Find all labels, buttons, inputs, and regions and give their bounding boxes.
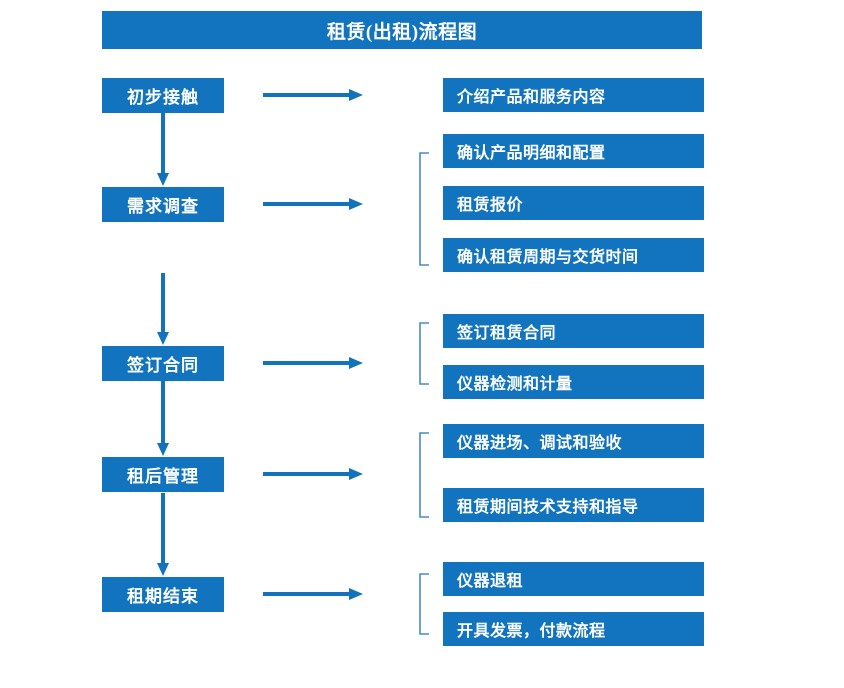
arrow-demand-survey	[263, 197, 363, 211]
stage-box[interactable]: 签订合同	[102, 346, 224, 381]
arrow-contact-to-survey	[156, 113, 170, 186]
arrow-rent-end	[263, 587, 363, 601]
arrow-sign-contract	[263, 356, 363, 370]
detail-box[interactable]: 确认产品明细和配置	[443, 134, 704, 168]
arrow-mgmt-to-end	[156, 493, 170, 576]
detail-box[interactable]: 介绍产品和服务内容	[443, 78, 704, 112]
stage-box[interactable]: 租后管理	[102, 457, 224, 492]
bracket-sign-contract-group	[419, 322, 429, 385]
detail-box[interactable]: 仪器检测和计量	[443, 365, 704, 399]
stage-box[interactable]: 需求调查	[102, 187, 224, 222]
bracket-demand-survey-group	[419, 152, 429, 266]
arrow-post-rent-mgmt	[263, 467, 363, 481]
detail-box[interactable]: 确认租赁周期与交货时间	[443, 238, 704, 272]
detail-box[interactable]: 租赁期间技术支持和指导	[443, 488, 704, 522]
detail-box[interactable]: 租赁报价	[443, 186, 704, 220]
detail-box[interactable]: 仪器退租	[443, 562, 704, 596]
bracket-rent-end-group	[419, 573, 429, 635]
arrow-contract-to-mgmt	[156, 381, 170, 456]
arrow-survey-to-contract	[156, 273, 170, 345]
detail-box[interactable]: 仪器进场、调试和验收	[443, 424, 704, 458]
bracket-post-rent-group	[419, 432, 429, 518]
stage-box[interactable]: 初步接触	[102, 78, 224, 113]
detail-box[interactable]: 签订租赁合同	[443, 314, 704, 348]
detail-box[interactable]: 开具发票，付款流程	[443, 612, 704, 646]
stage-box[interactable]: 租期结束	[102, 577, 224, 612]
arrow-initial-contact	[263, 88, 363, 102]
page-title: 租赁(出租)流程图	[102, 11, 702, 49]
